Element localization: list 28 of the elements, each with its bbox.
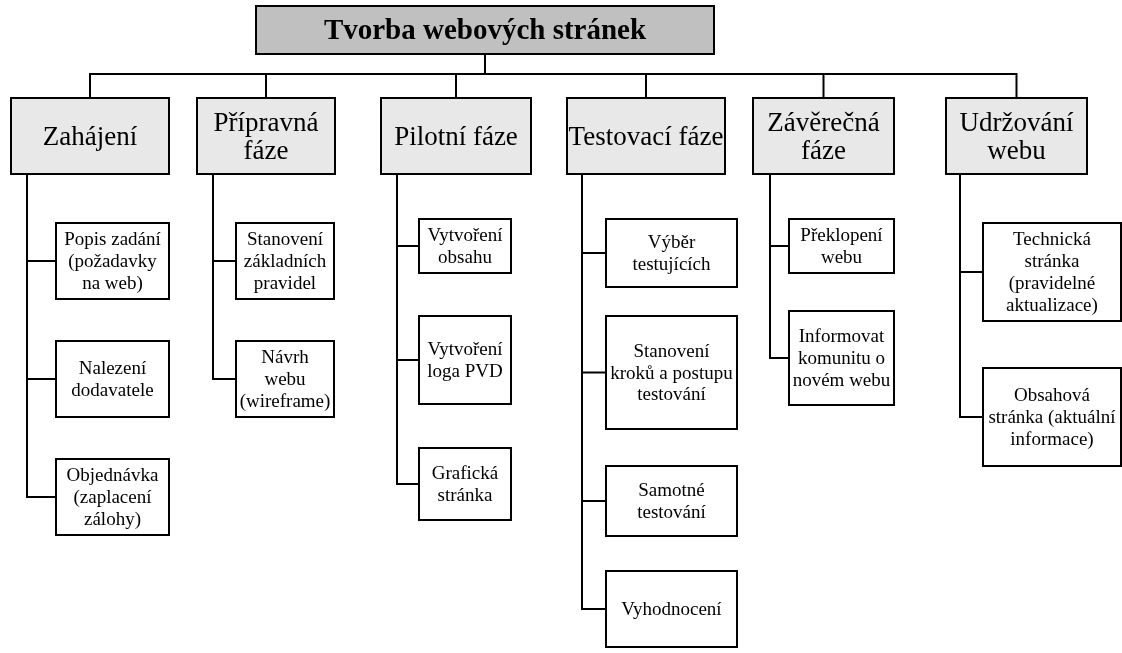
phase-box: Pilotní fáze: [380, 97, 532, 175]
task-box: Vyhodnocení: [605, 570, 738, 648]
task-box: Popis zadání (požadavky na web): [55, 222, 170, 300]
title-box: Tvorba webových stránek: [255, 5, 715, 55]
phase-box: Přípravná fáze: [196, 97, 336, 175]
task-box: Stanovení základních pravidel: [235, 222, 335, 300]
connector-line: [959, 174, 983, 418]
task-box: Informovat komunitu o novém webu: [788, 310, 895, 406]
task-box: Samotné testování: [605, 465, 738, 537]
connector-line: [26, 174, 56, 498]
task-box: Překlopení webu: [788, 218, 895, 274]
task-box: Výběr testujících: [605, 218, 738, 288]
connector-line: [396, 174, 419, 485]
task-box: Obsahová stránka (aktuální informace): [982, 367, 1122, 467]
task-box: Grafická stránka: [418, 447, 512, 521]
phase-box: Zahájení: [10, 97, 170, 175]
task-box: Technická stránka (pravidelné aktualizace): [982, 222, 1122, 322]
phase-box: Závěrečná fáze: [752, 97, 895, 175]
task-box: Nalezení dodavatele: [55, 340, 170, 418]
task-box: Návrh webu (wireframe): [235, 340, 335, 418]
phase-box: Testovací fáze: [566, 97, 726, 175]
task-box: Stanovení kroků a postupu testování: [605, 315, 738, 430]
connector-line: [212, 174, 236, 380]
task-box: Vytvoření loga PVD: [418, 315, 512, 405]
task-box: Vytvoření obsahu: [418, 218, 512, 274]
task-box: Objednávka (zaplacení zálohy): [55, 458, 170, 536]
connector-line: [769, 174, 789, 359]
phase-box: Udržování webu: [945, 97, 1088, 175]
